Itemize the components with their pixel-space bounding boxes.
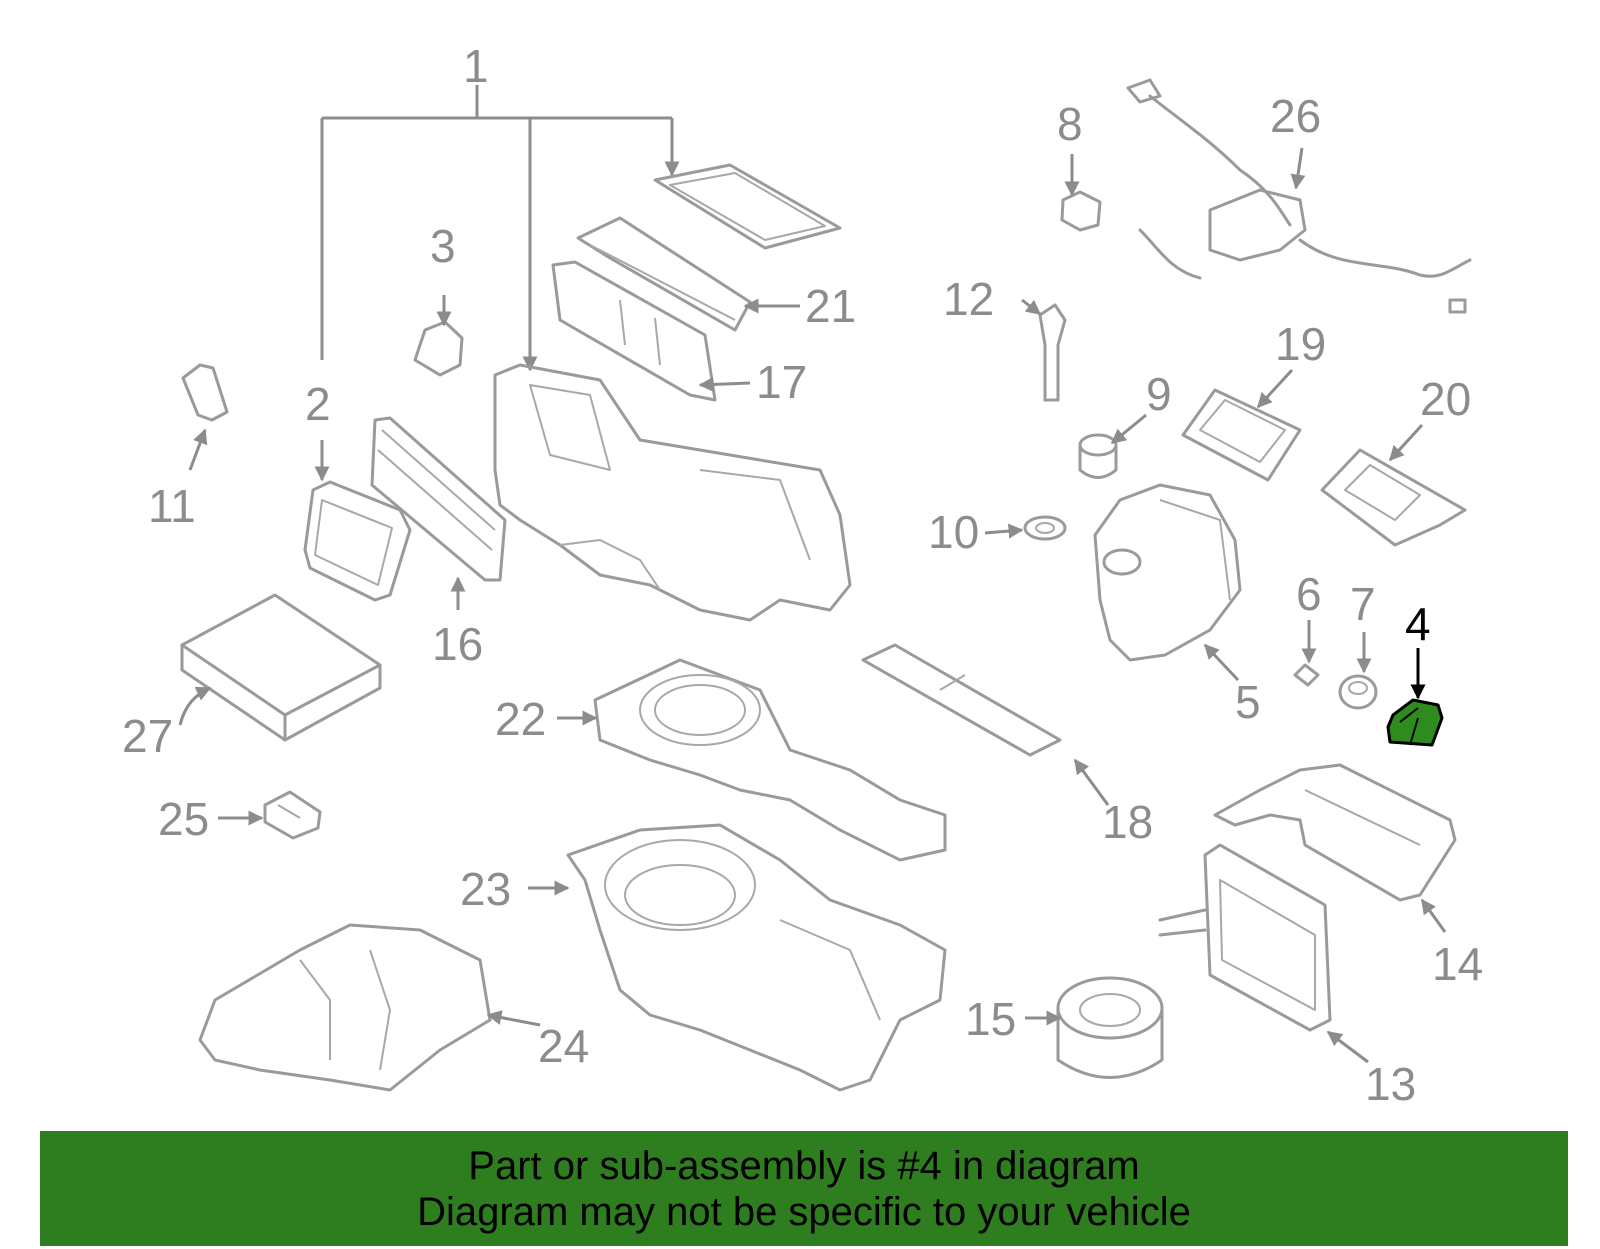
part-15-blower-motor [1056, 976, 1164, 1079]
part-19 [1181, 388, 1302, 482]
part-23-case [566, 823, 947, 1092]
label-9: 9 [1146, 368, 1172, 420]
part-12 [1038, 303, 1067, 402]
label-7: 7 [1350, 578, 1376, 630]
part-20 [1320, 448, 1467, 547]
label-10: 10 [928, 506, 979, 558]
part-21-tray-upper [653, 163, 842, 250]
label-16: 16 [432, 618, 483, 670]
label-8: 8 [1057, 98, 1083, 150]
info-banner: Part or sub-assembly is #4 in diagram Di… [40, 1131, 1568, 1246]
part-16-filter [370, 416, 507, 582]
part-4-highlighted[interactable] [1386, 698, 1444, 747]
part-17-frame [551, 260, 717, 402]
part-1-housing [493, 363, 852, 622]
label-22: 22 [495, 693, 546, 745]
label-23: 23 [460, 863, 511, 915]
part-14-heater-core [1213, 763, 1457, 902]
label-15: 15 [965, 993, 1016, 1045]
part-11 [181, 363, 229, 422]
part-8 [1060, 190, 1102, 232]
part-2-frame [303, 480, 412, 602]
part-18-door [861, 643, 1062, 757]
part-22-lower-housing [593, 658, 947, 862]
label-13: 13 [1365, 1058, 1416, 1110]
part-13-evaporator [1158, 843, 1332, 1032]
label-19: 19 [1275, 318, 1326, 370]
part-5-blower-housing [1093, 483, 1242, 662]
label-26: 26 [1270, 90, 1321, 142]
label-6: 6 [1296, 568, 1322, 620]
part-9 [1078, 433, 1118, 479]
part-21-door [576, 216, 752, 332]
label-4: 4 [1405, 598, 1431, 650]
label-17: 17 [756, 356, 807, 408]
label-14: 14 [1432, 938, 1483, 990]
part-27-cabin-filter [180, 593, 382, 742]
part-6 [1293, 663, 1320, 687]
label-18: 18 [1102, 796, 1153, 848]
label-5: 5 [1235, 676, 1261, 728]
label-1: 1 [463, 40, 489, 92]
banner-line-1: Part or sub-assembly is #4 in diagram [468, 1144, 1140, 1188]
part-10 [1023, 515, 1067, 541]
label-27: 27 [122, 710, 173, 762]
label-21: 21 [805, 280, 856, 332]
label-24: 24 [538, 1020, 589, 1072]
banner-line-2: Diagram may not be specific to your vehi… [417, 1190, 1191, 1234]
label-11: 11 [148, 480, 196, 532]
part-25 [263, 790, 322, 840]
part-3 [413, 320, 464, 377]
leader-lines [178, 147, 1447, 1064]
label-25: 25 [158, 793, 209, 845]
part-number-labels: 1 3 2 11 16 21 17 27 25 22 23 24 18 8 26… [122, 40, 1483, 1110]
bracket-1 [320, 85, 680, 372]
part-24 [198, 923, 492, 1092]
part-26-harness [1126, 78, 1472, 314]
label-20: 20 [1420, 373, 1471, 425]
label-12: 12 [943, 273, 994, 325]
parts-diagram: 1 3 2 11 16 21 17 27 25 22 23 24 18 8 26… [122, 40, 1483, 1110]
part-7 [1338, 674, 1378, 710]
label-2: 2 [305, 378, 331, 430]
label-3: 3 [430, 220, 456, 272]
